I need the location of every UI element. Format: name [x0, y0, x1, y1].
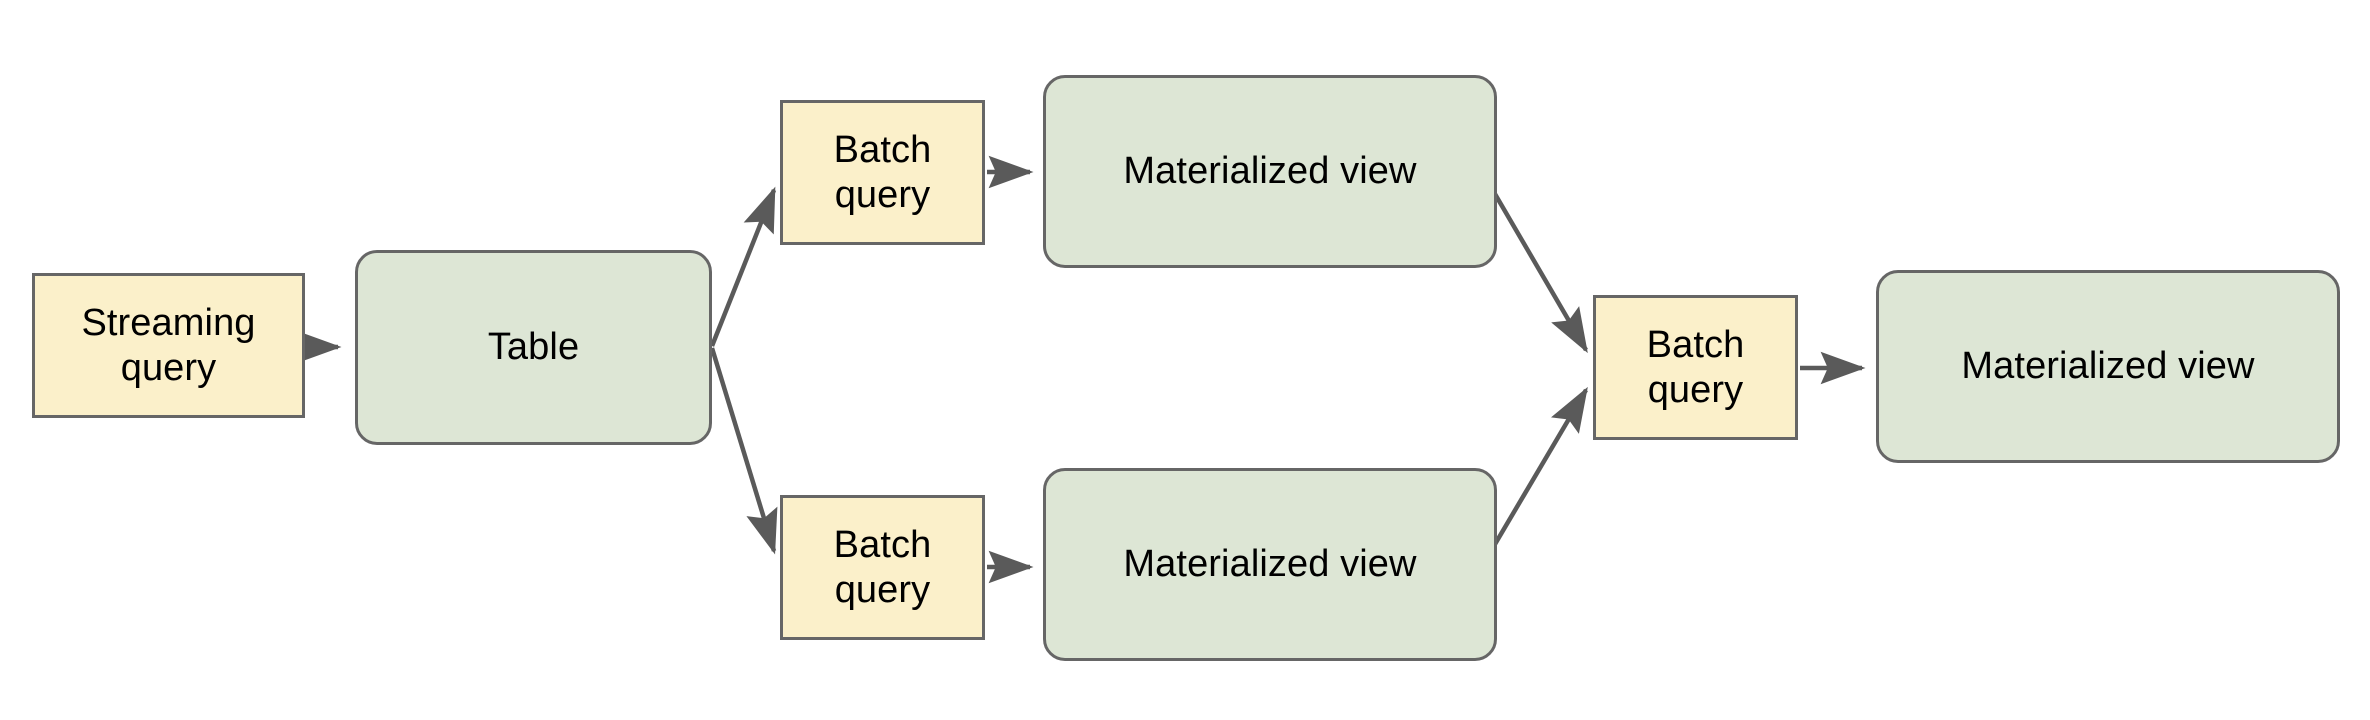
- node-batch-query-right-label: Batch query: [1646, 323, 1745, 411]
- node-batch-query-bottom-label: Batch query: [833, 523, 932, 611]
- node-streaming-query[interactable]: Streaming query: [32, 273, 305, 418]
- node-streaming-query-label: Streaming query: [81, 301, 256, 389]
- node-materialized-view-top-label: Materialized view: [1123, 150, 1417, 193]
- node-materialized-view-right[interactable]: Materialized view: [1876, 270, 2340, 463]
- node-materialized-view-bottom[interactable]: Materialized view: [1043, 468, 1497, 661]
- node-materialized-view-top[interactable]: Materialized view: [1043, 75, 1497, 268]
- node-batch-query-right[interactable]: Batch query: [1593, 295, 1798, 440]
- node-batch-query-bottom[interactable]: Batch query: [780, 495, 985, 640]
- node-materialized-view-right-label: Materialized view: [1961, 345, 2255, 388]
- node-table[interactable]: Table: [355, 250, 712, 445]
- node-batch-query-top[interactable]: Batch query: [780, 100, 985, 245]
- node-table-label: Table: [487, 326, 580, 369]
- edge-table-to-batch-query-top: [709, 186, 777, 347]
- edge-table-to-batch-query-bottom: [709, 347, 778, 555]
- node-materialized-view-bottom-label: Materialized view: [1123, 543, 1417, 586]
- edge-materialized-view-bottom-to-batch-query-right: [1486, 386, 1588, 558]
- edge-materialized-view-top-to-batch-query-right: [1486, 180, 1588, 354]
- node-batch-query-top-label: Batch query: [833, 128, 932, 216]
